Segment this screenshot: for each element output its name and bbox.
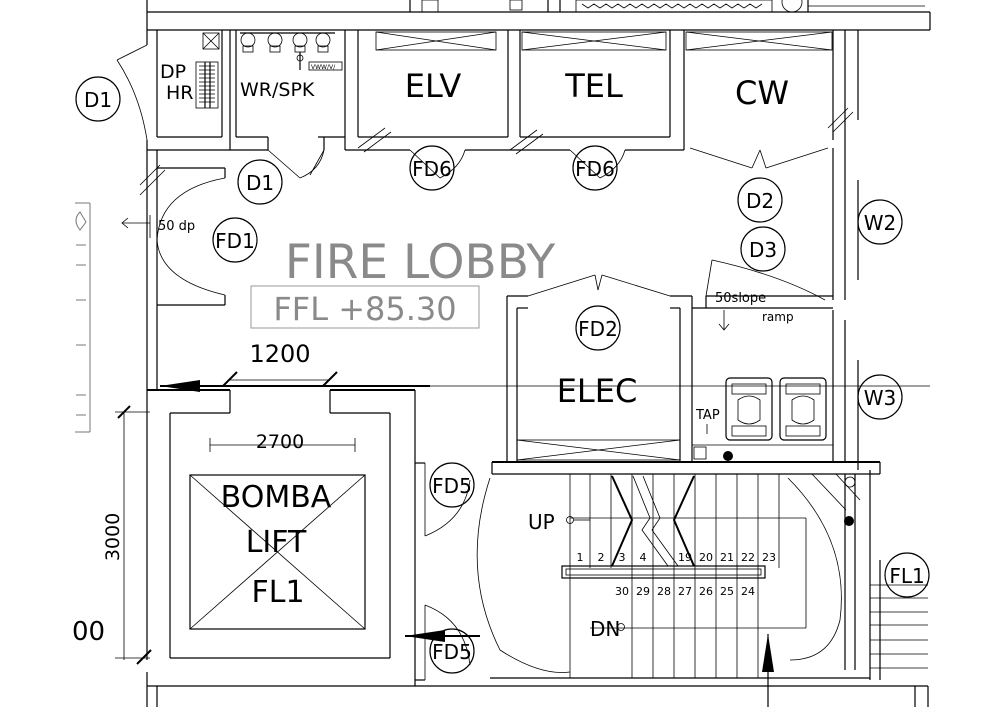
door-tag-fd1: FD1: [215, 229, 255, 253]
stair-numbers: 1 2 3 4 19 20 21 22 23 30 29 28 27 26 25…: [577, 551, 777, 598]
fd1-door: [121, 164, 226, 306]
fd5-doors: [415, 462, 471, 681]
staircase: [476, 473, 861, 707]
window-tag-w3: W3: [864, 386, 897, 410]
ffl-level-label: FFL +85.30: [273, 290, 456, 328]
stair-number: 26: [699, 585, 713, 598]
window-tag-w2: W2: [864, 211, 897, 235]
stair-number: 19: [678, 551, 692, 564]
stair-number: 4: [640, 551, 647, 564]
dim-2700: 2700: [256, 431, 304, 453]
door-tag-fd5: FD5: [432, 640, 472, 664]
room-label-hr: HR: [166, 82, 194, 104]
door-tag-d1: D1: [246, 171, 274, 195]
wr-spk-room: [230, 30, 346, 179]
stair-up-label: UP: [528, 510, 555, 534]
left-partial-label: 00: [72, 617, 105, 647]
room-label-wr-spk: WR/SPK: [240, 79, 315, 101]
room-label-elv: ELV: [405, 67, 462, 105]
stair-number: 27: [678, 585, 692, 598]
stair-number: 30: [615, 585, 629, 598]
dim-1200: 1200: [249, 340, 310, 368]
stair-number: 23: [762, 551, 776, 564]
dp-hr-room: [116, 30, 231, 150]
room-label-bomba: BOMBA: [221, 480, 332, 515]
ramp-tap-room: [692, 259, 833, 461]
tap-fixture-icon: [725, 377, 827, 441]
room-label-cw: CW: [735, 74, 789, 112]
door-tag-fd5: FD5: [432, 474, 472, 498]
room-label-elec: ELEC: [557, 372, 638, 410]
door-tag-d2: D2: [746, 189, 774, 213]
door-tag-fd6: FD6: [412, 157, 452, 181]
stair-number: 25: [720, 585, 734, 598]
elec-room: [491, 274, 881, 475]
left-faded-label: [75, 202, 91, 433]
stair-number: 20: [699, 551, 713, 564]
slope-annotation: 50slope: [715, 291, 766, 306]
dp-annotation: 50 dp: [158, 219, 195, 234]
room-label-fire-lobby: FIRE LOBBY: [285, 235, 556, 290]
stair-number: 22: [741, 551, 755, 564]
stair-number: 1: [577, 551, 584, 564]
room-label-tel: TEL: [564, 67, 623, 105]
door-tag-d3: D3: [749, 238, 777, 262]
stair-number: 21: [720, 551, 734, 564]
bomba-lift: [115, 371, 480, 686]
top-strip: [146, 0, 931, 31]
room-label-lift: LIFT: [246, 525, 307, 560]
room-label-fl1: FL1: [251, 575, 304, 610]
door-tag-fd2: FD2: [578, 317, 618, 341]
room-label-dp: DP: [160, 61, 186, 83]
pump-icon: [240, 32, 343, 71]
stair-number: 2: [598, 551, 605, 564]
ffl-box: [250, 285, 480, 329]
tag-circles: [75, 76, 930, 674]
shaft-rooms: [344, 30, 854, 179]
stair-number: 29: [636, 585, 650, 598]
dim-3000: 3000: [102, 513, 124, 561]
labels: DP HR WR/SPK VWW/V/ ELV TEL CW FIRE LOBB…: [72, 61, 794, 647]
outer-walls: [146, 30, 929, 707]
pump-annotation: VWW/V/: [311, 64, 336, 71]
door-tag-d1: D1: [84, 88, 112, 112]
tag-fl1: FL1: [889, 564, 924, 588]
stair-number: 28: [657, 585, 671, 598]
tag-labels: D1 D1 FD1 FD6 FD6 D2 D3 W2 W3 FD2 FD5 FD…: [84, 88, 925, 664]
stair-number: 3: [619, 551, 626, 564]
tap-label: TAP: [695, 408, 720, 423]
ramp-annotation: ramp: [762, 310, 794, 324]
stair-dn-label: DN: [590, 617, 620, 641]
door-tag-fd6: FD6: [575, 157, 615, 181]
stair-number: 24: [741, 585, 755, 598]
